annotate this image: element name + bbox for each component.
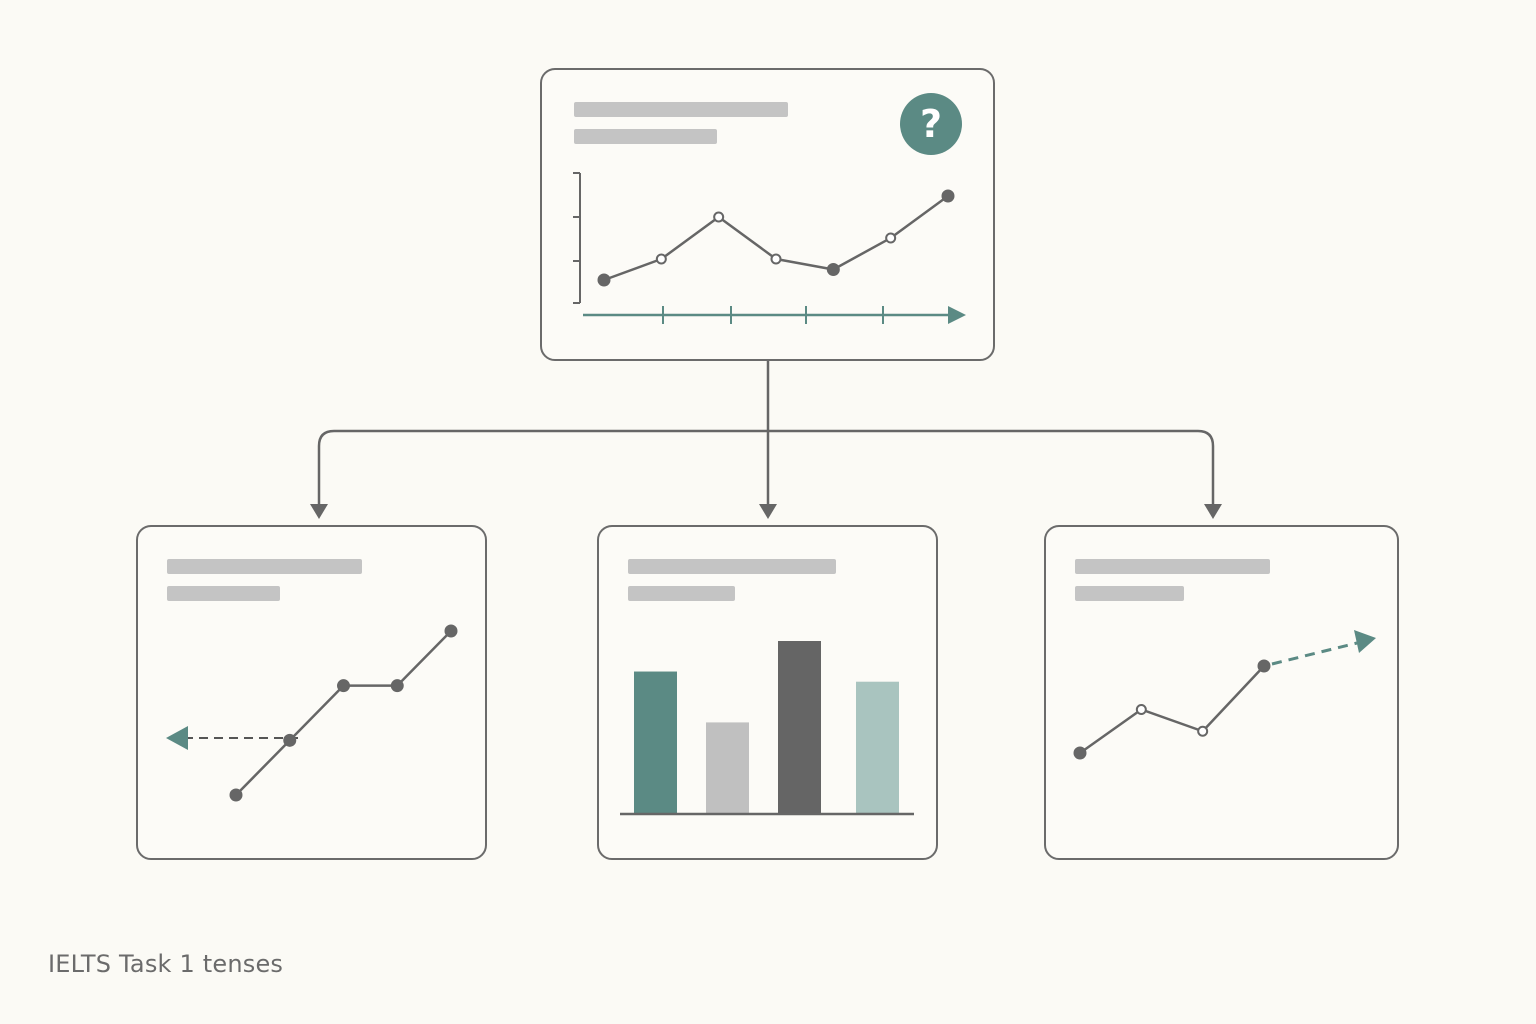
- right-chart-data-point: [1073, 746, 1087, 760]
- title-placeholder-bar: [167, 559, 362, 574]
- right-panel: [1044, 525, 1399, 860]
- title-placeholder-bar: [1075, 559, 1270, 574]
- top-chart-y-axis: [573, 172, 581, 304]
- left-chart-data-point: [444, 624, 458, 638]
- top-chart-data-point: [885, 232, 897, 244]
- top-chart-data-point: [713, 211, 725, 223]
- top-chart-data-point: [770, 253, 782, 265]
- teal-arrowhead-right: [1354, 630, 1376, 653]
- bar: [778, 641, 821, 814]
- top-chart-data-point: [941, 189, 955, 203]
- timeline-arrowhead: [948, 306, 966, 324]
- subtitle-placeholder-bar: [628, 586, 735, 601]
- bar: [856, 681, 899, 814]
- future-dashed-arrow: [1271, 630, 1376, 666]
- subtitle-placeholder-bar: [167, 586, 280, 601]
- subtitle-placeholder-bar: [574, 129, 717, 144]
- left-panel-frame: [136, 525, 487, 860]
- left-chart-data-point: [390, 679, 404, 693]
- top-line-chart: [597, 189, 955, 287]
- question-mark-glyph: ?: [920, 102, 942, 146]
- right-chart-data-point: [1135, 704, 1147, 715]
- top-chart-data-point: [655, 253, 667, 265]
- title-placeholder-bar: [574, 102, 788, 117]
- connectors: [310, 361, 1222, 519]
- top-chart-data-point: [597, 273, 611, 287]
- right-panel-frame: [1044, 525, 1399, 860]
- teal-arrowhead-left: [166, 726, 188, 750]
- top-card: ?: [540, 68, 995, 361]
- timeline-axis: [583, 306, 966, 324]
- bar: [634, 671, 677, 814]
- caption: IELTS Task 1 tenses: [48, 950, 284, 978]
- bar: [706, 722, 749, 814]
- right-line-chart: [1073, 659, 1271, 760]
- connector-arrowhead-right: [1204, 504, 1222, 519]
- title-placeholder-bar: [628, 559, 836, 574]
- left-chart-data-point: [283, 733, 297, 747]
- connector-arrowhead-left: [310, 504, 328, 519]
- left-chart-data-point: [229, 788, 243, 802]
- left-chart-data-point: [337, 679, 350, 693]
- center-bar-chart: [634, 641, 899, 814]
- question-mark-icon: ?: [900, 93, 962, 155]
- subtitle-placeholder-bar: [1075, 586, 1184, 601]
- connector-arrowhead-center: [759, 504, 777, 519]
- center-panel: [597, 525, 938, 860]
- left-line-chart: [229, 624, 458, 802]
- right-chart-data-point: [1257, 659, 1271, 673]
- right-chart-series-line: [1079, 665, 1265, 755]
- connector-branch-line: [317, 429, 1215, 506]
- past-dashed-arrow: [166, 726, 298, 750]
- center-panel-frame: [597, 525, 938, 860]
- top-chart-data-point: [826, 263, 840, 276]
- left-panel: [136, 525, 487, 860]
- right-chart-data-point: [1197, 725, 1209, 737]
